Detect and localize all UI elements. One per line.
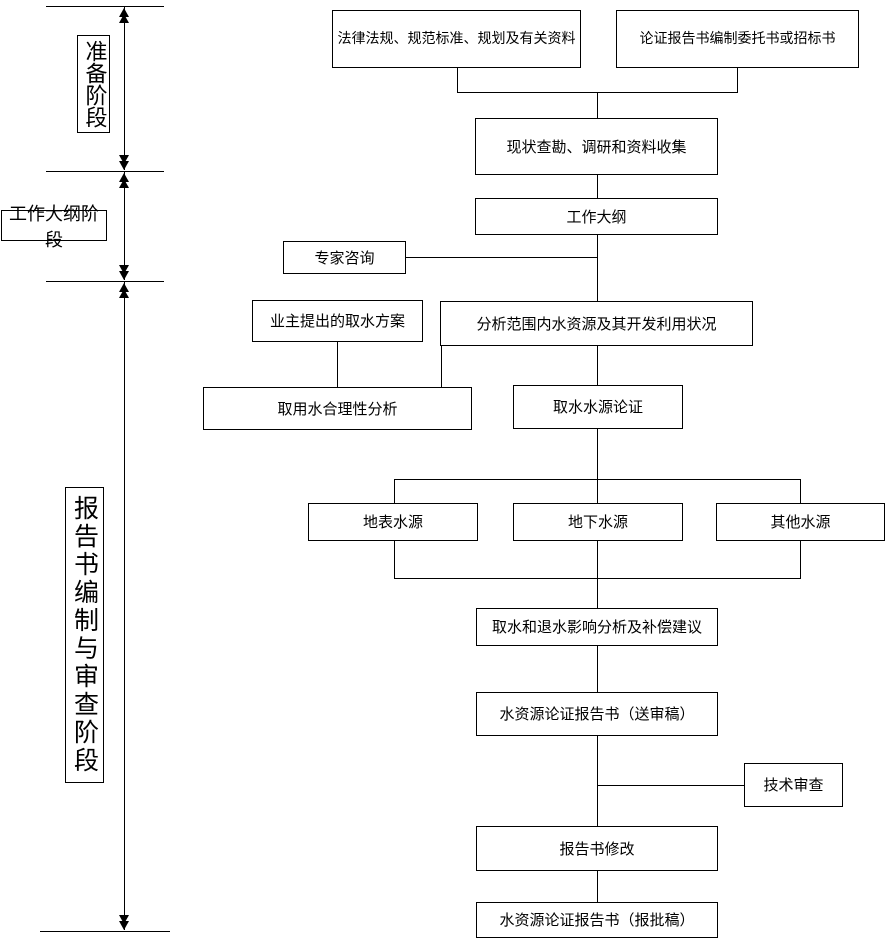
phase-label-work-outline: 工作大纲阶段 [1,204,107,251]
connector-line [457,68,458,92]
connector-line [597,235,598,301]
connector-line [597,346,598,385]
connector-line [597,736,598,826]
node-impact: 取水和退水影响分析及补偿建议 [476,608,718,646]
node-label: 专家咨询 [314,248,375,267]
node-other-water: 其他水源 [716,503,885,541]
node-label: 水资源论证报告书（送审稿） [499,705,695,723]
connector-line [337,342,338,387]
connector-line [597,541,598,608]
phase-tick-line [46,171,164,172]
node-commission: 论证报告书编制委托书或招标书 [616,10,859,68]
node-surface-water: 地表水源 [308,503,478,541]
connector-line [394,541,395,578]
arrow-down-icon [119,155,130,170]
node-survey: 现状查勘、调研和资料收集 [475,118,718,175]
node-report-revision: 报告书修改 [476,826,718,871]
node-tech-review: 技术审查 [744,763,843,807]
node-owner-scheme: 业主提出的取水方案 [252,300,423,342]
connector-line [597,646,598,692]
node-outline: 工作大纲 [475,198,718,235]
connector-line [597,175,598,198]
connector-line [406,257,597,258]
phase-tick-line [46,6,164,7]
connector-line [597,92,598,118]
node-label: 取水和退水影响分析及补偿建议 [491,618,702,636]
dimension-arrow-line [124,282,125,930]
phase-label-report-compilation-review: 报告书编制与审查阶段 [65,487,104,783]
connector-line [597,785,744,786]
node-label: 技术审查 [763,776,824,794]
node-label: 地表水源 [362,513,423,531]
phase-tick-line [46,281,164,282]
node-report-final: 水资源论证报告书（报批稿） [476,902,718,938]
dimension-arrow-line [124,7,125,170]
node-rationality: 取用水合理性分析 [203,387,472,430]
node-label: 水资源论证报告书（报批稿） [499,911,695,929]
connector-line [441,346,442,387]
connector-line [394,479,801,480]
node-label: 报告书修改 [559,839,635,858]
phase-label-text: 工作大纲阶段 [9,203,99,251]
node-label: 取用水合理性分析 [277,399,398,418]
connector-line [394,479,395,503]
arrow-up-icon [119,173,130,188]
phase-tick-line [40,931,170,932]
connector-line [597,871,598,902]
node-label: 论证报告书编制委托书或招标书 [639,30,836,47]
node-label: 业主提出的取水方案 [269,312,405,330]
node-groundwater: 地下水源 [513,503,683,541]
node-report-draft: 水资源论证报告书（送审稿） [476,692,718,736]
node-intake-source-demo: 取水水源论证 [513,385,683,429]
arrow-up-icon [119,283,130,298]
arrow-down-icon [119,265,130,280]
node-expert-consult: 专家咨询 [283,241,406,274]
node-label: 法律法规、规范标准、规划及有关资料 [337,30,576,47]
phase-label-text: 准备阶段 [81,40,107,128]
connector-line [597,429,598,503]
dimension-arrow-line [124,172,125,280]
node-label: 其他水源 [770,513,831,531]
arrow-up-icon [119,8,130,23]
node-label: 地下水源 [567,513,628,531]
phase-label-text: 报告书编制与审查阶段 [70,495,100,775]
node-label: 现状查勘、调研和资料收集 [506,137,687,156]
connector-line [394,578,801,579]
node-label: 工作大纲 [566,207,627,226]
node-analysis: 分析范围内水资源及其开发利用状况 [440,301,753,346]
connector-line [737,68,738,92]
connector-line [800,479,801,503]
node-label: 取水水源论证 [552,398,643,416]
node-laws: 法律法规、规范标准、规划及有关资料 [332,10,581,68]
phase-label-preparation: 准备阶段 [77,35,110,133]
node-label: 分析范围内水资源及其开发利用状况 [476,314,717,333]
arrow-down-icon [119,915,130,930]
connector-line [800,541,801,578]
